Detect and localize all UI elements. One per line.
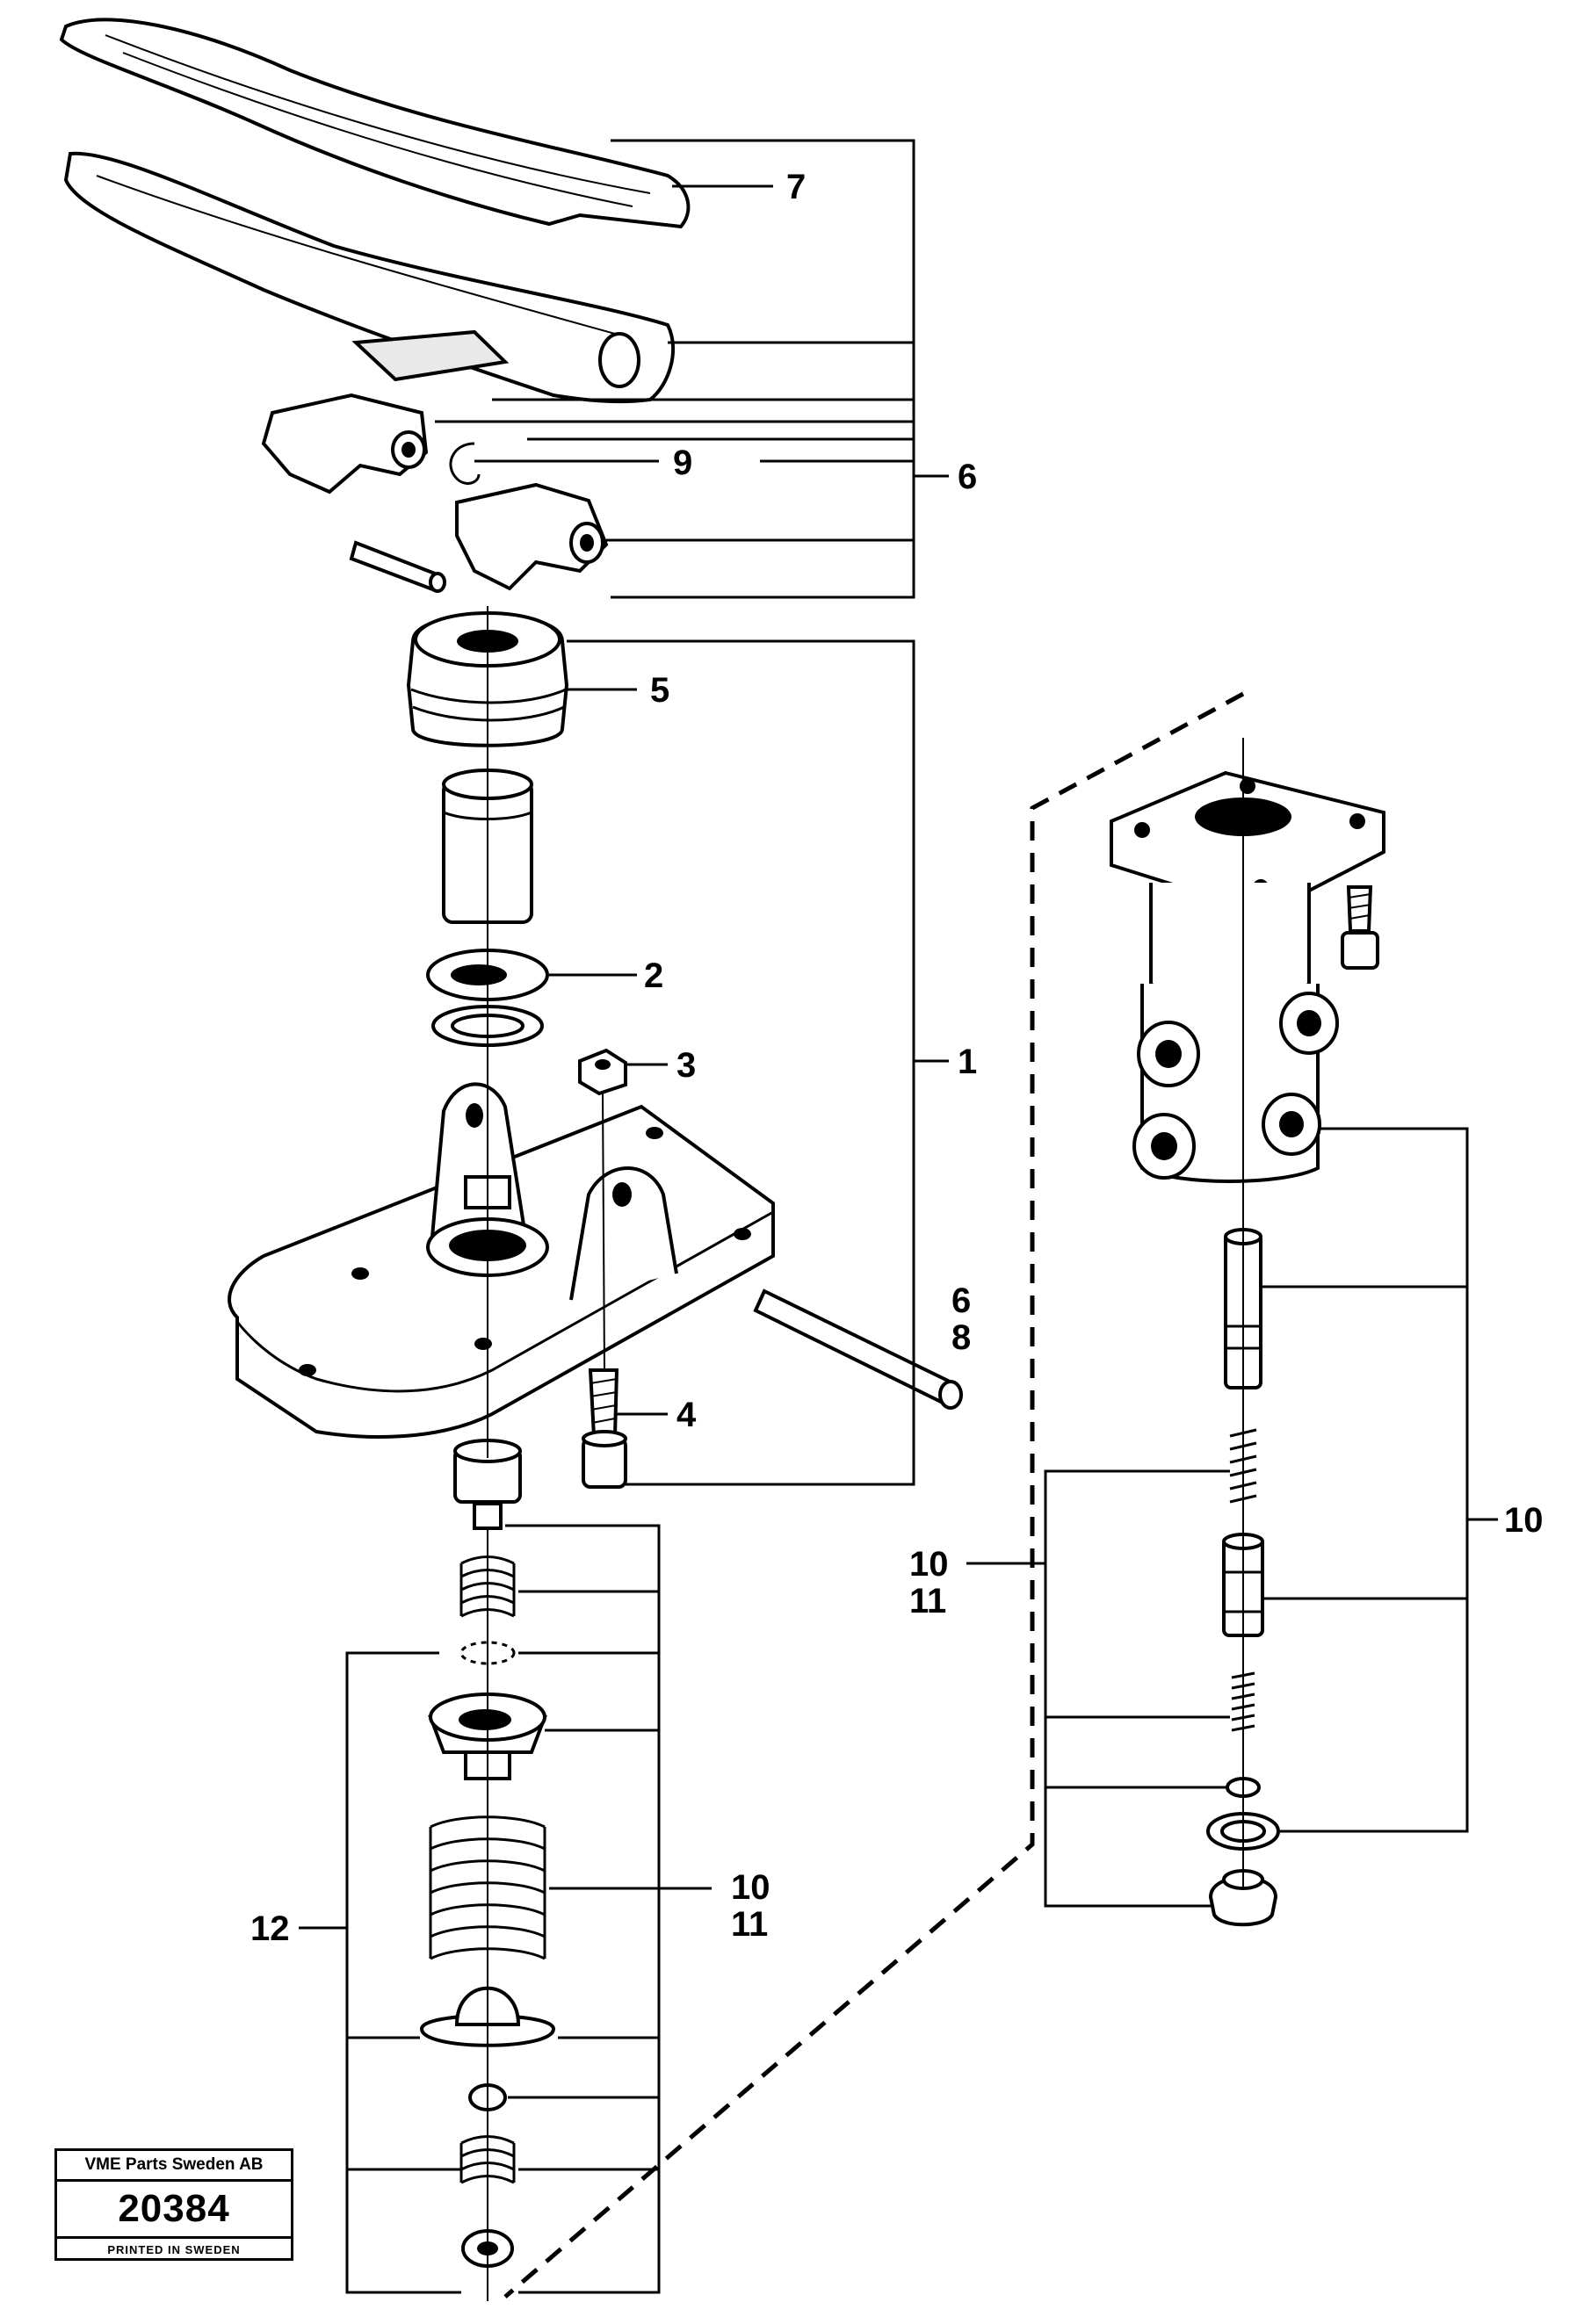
dashed-connection-line — [503, 691, 1245, 2299]
title-stamp: VME Parts Sweden AB 20384 PRINTED IN SWE… — [54, 2148, 293, 2261]
pedal-upper — [59, 18, 691, 229]
retaining-clip — [449, 442, 481, 485]
o-ring-upper — [459, 1641, 516, 1665]
stamp-company: VME Parts Sweden AB — [57, 2151, 291, 2182]
callout-6: 6 — [958, 458, 977, 496]
stamp-printed: PRINTED IN SWEDEN — [107, 2243, 241, 2256]
long-pin — [753, 1288, 963, 1410]
relay-valve-body — [1110, 770, 1385, 1183]
cap-screw — [582, 1368, 627, 1489]
callout-4: 4 — [676, 1396, 697, 1434]
callout-11-lower: 11 — [731, 1905, 768, 1944]
callout-10-right: 10 — [1504, 1501, 1544, 1540]
callout-10-relay: 10 — [909, 1545, 949, 1584]
pedal-plate — [351, 329, 510, 382]
callout-9: 9 — [673, 444, 692, 482]
stamp-number: 20384 — [57, 2182, 291, 2239]
pedal-bracket-right — [455, 482, 609, 591]
pedal-bracket-left — [261, 393, 429, 494]
hex-nut — [578, 1048, 627, 1096]
callout-3: 3 — [676, 1046, 696, 1085]
leader-lines — [299, 139, 1498, 2294]
callout-5: 5 — [650, 671, 669, 710]
callout-11-relay: 11 — [909, 1582, 946, 1620]
callout-labels: 7 9 6 5 2 3 1 6 8 4 10 11 12 10 10 11 — [250, 168, 1544, 1948]
base-plate — [228, 1082, 775, 1439]
pivot-pin — [349, 540, 446, 593]
callout-8: 8 — [951, 1318, 971, 1357]
flange-screw — [1341, 885, 1379, 970]
callout-1: 1 — [958, 1043, 977, 1081]
callout-12: 12 — [250, 1909, 290, 1948]
callout-2: 2 — [644, 956, 663, 995]
callout-6-pin: 6 — [951, 1281, 971, 1320]
callout-7: 7 — [786, 168, 806, 206]
callout-10-lower: 10 — [731, 1868, 770, 1907]
assembly-axis-lines — [487, 606, 1244, 2301]
